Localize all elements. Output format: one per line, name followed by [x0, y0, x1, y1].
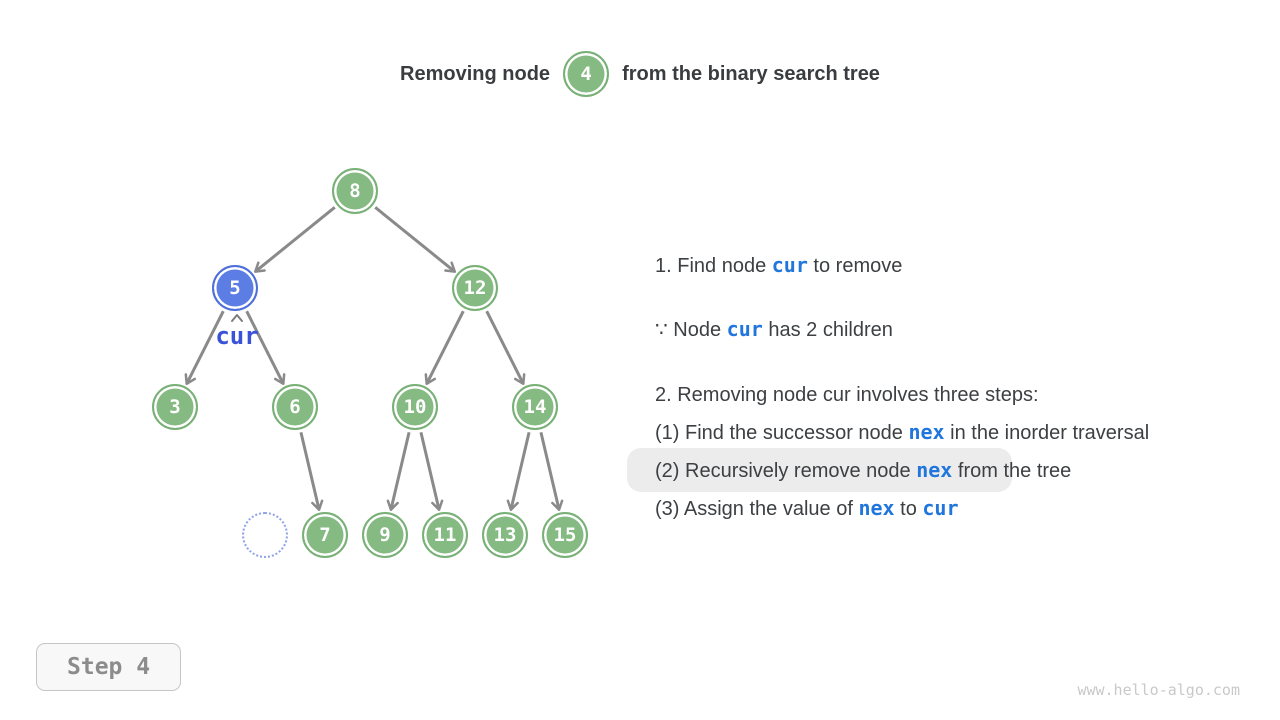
- tree-node-11: 11: [422, 512, 468, 558]
- tree-node-value: 7: [319, 524, 331, 546]
- tree-node-13: 13: [482, 512, 528, 558]
- line6-text: (3) Assign the value of nex to cur: [655, 496, 959, 520]
- tree-node-12: 12: [452, 265, 498, 311]
- tree-edge-10-9: [386, 431, 411, 511]
- step-badge: Step 4: [36, 643, 182, 691]
- tree-edge-8-5: [253, 206, 336, 273]
- caret-up-icon: [231, 314, 243, 322]
- explanation-line-3: 2. Removing node cur involves three step…: [655, 381, 1160, 409]
- cur-pointer: cur: [195, 313, 279, 348]
- tree-node-8: 8: [332, 168, 378, 214]
- tree-node-10: 10: [392, 384, 438, 430]
- title-suffix: from the binary search tree: [622, 62, 880, 85]
- tree-edge-12-10: [424, 310, 465, 386]
- tree-node-value: 12: [463, 277, 487, 299]
- tree-node-14: 14: [512, 384, 558, 430]
- tree-node-value: 11: [433, 524, 457, 546]
- code-cur: cur: [726, 317, 763, 341]
- explanation-line-2: ∵ Node cur has 2 children: [655, 315, 1160, 344]
- tree-edge-14-15: [539, 431, 564, 511]
- tree-edge-12-14: [485, 310, 526, 386]
- line3-text: 2. Removing node cur involves three step…: [655, 384, 1039, 406]
- tree-node-3: 3: [152, 384, 198, 430]
- line-highlight: [627, 448, 1012, 492]
- slide-title: Removing node 4 from the binary search t…: [0, 51, 1280, 97]
- tree-node-15: 15: [542, 512, 588, 558]
- tree-edge-6-7: [299, 431, 324, 511]
- tree-edge-8-12: [374, 206, 457, 273]
- code-cur: cur: [771, 253, 808, 277]
- tree-node-value: 5: [229, 277, 241, 299]
- explanation-line-5: (2) Recursively remove node nex from the…: [627, 448, 1160, 492]
- explanation: 1. Find node cur to remove ∵ Node cur ha…: [627, 251, 1160, 523]
- tree-edge-10-11: [419, 431, 444, 511]
- code-nex: nex: [908, 420, 945, 444]
- title-prefix: Removing node: [400, 62, 551, 85]
- tree-node-value: 13: [493, 524, 517, 546]
- tree-node-9: 9: [362, 512, 408, 558]
- code-cur: cur: [922, 496, 959, 520]
- explanation-line-1: 1. Find node cur to remove: [655, 251, 1160, 280]
- title-node-value: 4: [580, 63, 592, 85]
- tree-node-7: 7: [302, 512, 348, 558]
- code-nex: nex: [858, 496, 895, 520]
- tree-node-removed-placeholder: [242, 512, 288, 558]
- tree-edge-14-13: [506, 431, 531, 511]
- line1-text: 1. Find node cur to remove: [655, 253, 903, 277]
- tree-node-value: 14: [523, 396, 547, 418]
- title-node-circle: 4: [563, 51, 610, 97]
- tree-node-value: 8: [349, 180, 361, 202]
- line5-text: (2) Recursively remove node nex from the…: [655, 458, 1072, 482]
- tree-node-value: 9: [379, 524, 391, 546]
- cur-pointer-label: cur: [215, 322, 259, 350]
- line2-text: ∵ Node cur has 2 children: [655, 317, 893, 341]
- line4-text: (1) Find the successor node nex in the i…: [655, 420, 1150, 444]
- tree-node-value: 6: [289, 396, 301, 418]
- explanation-line-4: (1) Find the successor node nex in the i…: [655, 418, 1160, 447]
- tree-node-value: 15: [553, 524, 577, 546]
- tree-node-value: 10: [403, 396, 427, 418]
- tree-node-5: 5: [212, 265, 258, 311]
- tree-node-value: 3: [169, 396, 181, 418]
- code-nex: nex: [916, 458, 953, 482]
- watermark: www.hello-algo.com: [1077, 681, 1240, 699]
- tree-node-6: 6: [272, 384, 318, 430]
- explanation-line-6: (3) Assign the value of nex to cur: [655, 494, 1160, 523]
